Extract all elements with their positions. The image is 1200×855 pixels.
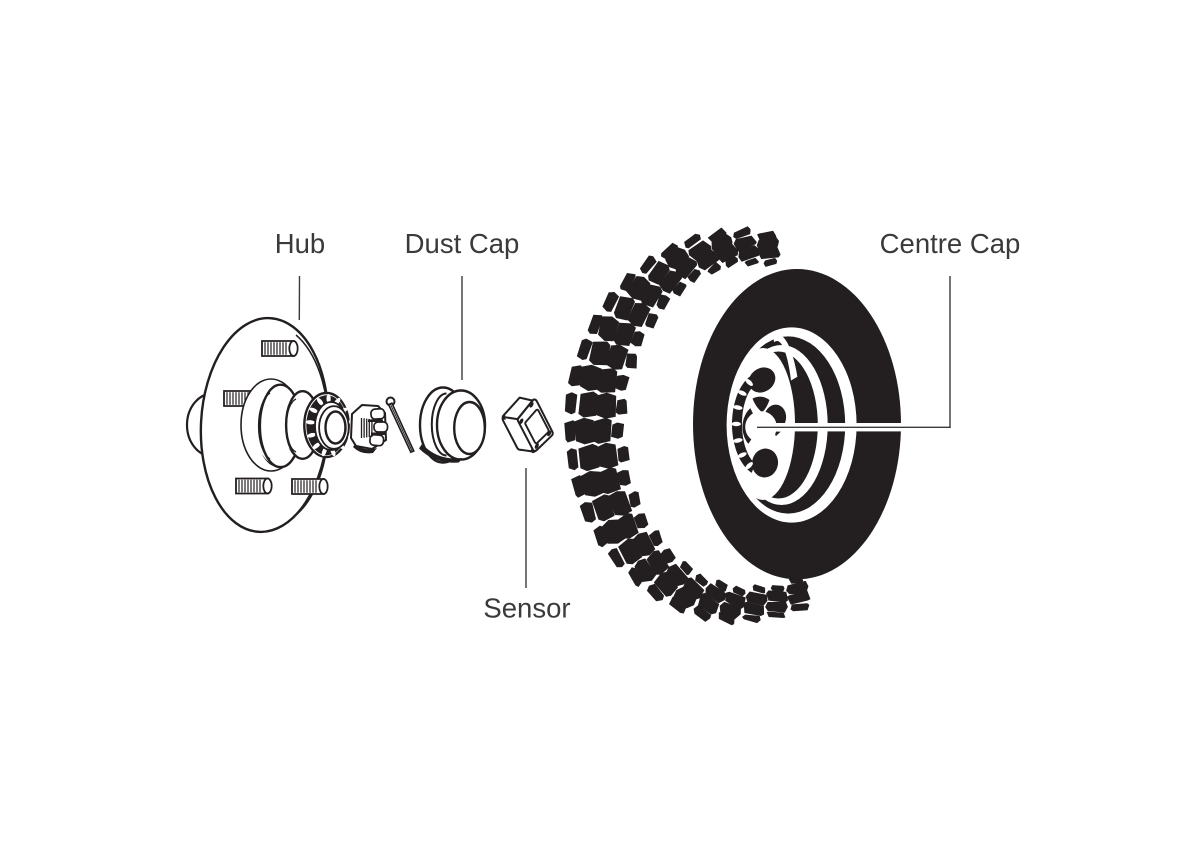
svg-text:Centre Cap: Centre Cap [880, 228, 1021, 259]
svg-text:Dust Cap: Dust Cap [405, 228, 520, 259]
svg-text:Sensor: Sensor [483, 593, 570, 624]
svg-text:Hub: Hub [275, 228, 325, 259]
